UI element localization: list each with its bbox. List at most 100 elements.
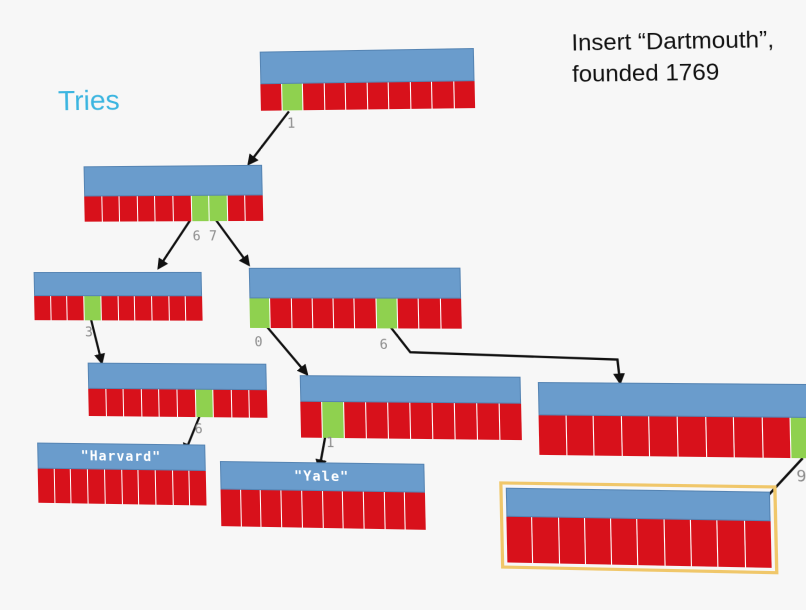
- empty-slot-cell: [384, 492, 406, 529]
- empty-slot-cell: [38, 469, 55, 503]
- empty-slot-cell: [734, 417, 763, 457]
- node-header: [249, 268, 461, 299]
- empty-slot-cell: [186, 296, 203, 320]
- empty-slot-cell: [585, 518, 612, 565]
- empty-slot-cell: [313, 298, 335, 328]
- edge-label: 6: [192, 229, 200, 244]
- empty-slot-cell: [173, 471, 191, 506]
- edge-label: 0: [254, 335, 262, 350]
- edge-label: 6: [194, 422, 202, 437]
- edge-node17-to-node176: [384, 319, 620, 382]
- empty-slot-cell: [102, 196, 120, 221]
- empty-slot-cell: [122, 470, 140, 505]
- empty-slot-cell: [433, 403, 456, 439]
- edge-label: 1: [326, 436, 335, 451]
- empty-slot-cell: [664, 519, 692, 566]
- empty-slot-cell: [691, 520, 719, 567]
- empty-slot-cell: [261, 490, 282, 527]
- empty-slot-cell: [389, 82, 411, 109]
- node-header: [506, 488, 771, 522]
- empty-slot-cell: [762, 418, 791, 459]
- node-header: [538, 382, 806, 418]
- active-slot-cell: [191, 196, 210, 221]
- empty-slot-cell: [246, 195, 264, 221]
- edge-level1-to-node17: [214, 217, 249, 265]
- node-header: [300, 375, 521, 404]
- empty-slot-cell: [152, 296, 170, 320]
- node-cells: [249, 298, 461, 328]
- empty-slot-cell: [566, 416, 595, 456]
- empty-slot-cell: [343, 491, 364, 528]
- empty-slot-cell: [650, 416, 679, 456]
- empty-slot-cell: [142, 389, 160, 416]
- empty-slot-cell: [190, 471, 207, 506]
- empty-slot-cell: [106, 389, 124, 416]
- empty-slot-cell: [51, 296, 68, 320]
- empty-slot-cell: [302, 491, 323, 528]
- node-header: "Yale": [220, 461, 425, 493]
- empty-slot-cell: [334, 299, 356, 329]
- empty-slot-cell: [241, 490, 262, 527]
- empty-slot-cell: [282, 490, 303, 527]
- empty-slot-cell: [120, 196, 138, 221]
- empty-slot-cell: [532, 517, 559, 563]
- empty-slot-cell: [68, 296, 85, 320]
- trie-node-16: [34, 272, 203, 321]
- edge-root-to-level1: [248, 111, 290, 163]
- trie-node-176: [538, 382, 806, 458]
- empty-slot-cell: [678, 417, 707, 457]
- edge-label: 6: [379, 338, 388, 353]
- empty-slot-cell: [477, 403, 500, 440]
- node-cells: [34, 296, 203, 321]
- edge-label: 7: [209, 229, 217, 244]
- trie-leaf-dartmouth: [506, 488, 772, 568]
- empty-slot-cell: [506, 517, 533, 563]
- active-slot-cell: [84, 296, 101, 320]
- empty-slot-cell: [124, 389, 142, 416]
- node-header: "Harvard": [37, 443, 206, 471]
- empty-slot-cell: [432, 81, 454, 108]
- empty-slot-cell: [559, 518, 586, 564]
- empty-slot-cell: [250, 390, 268, 418]
- empty-slot-cell: [441, 299, 462, 329]
- empty-slot-cell: [638, 519, 666, 566]
- active-slot-cell: [791, 418, 806, 459]
- empty-slot-cell: [138, 196, 156, 221]
- node-header: [88, 363, 267, 391]
- empty-slot-cell: [227, 196, 246, 222]
- empty-slot-cell: [169, 296, 187, 320]
- node-header: [34, 272, 202, 296]
- empty-slot-cell: [291, 298, 313, 328]
- edge-level1-to-node16: [158, 217, 194, 268]
- empty-slot-cell: [706, 417, 735, 457]
- active-slot-cell: [195, 390, 214, 418]
- empty-slot-cell: [135, 296, 152, 320]
- empty-slot-cell: [454, 81, 475, 108]
- active-slot-cell: [249, 298, 271, 328]
- node-cells: [300, 402, 522, 440]
- empty-slot-cell: [388, 403, 411, 439]
- empty-slot-cell: [105, 470, 123, 505]
- empty-slot-cell: [71, 469, 89, 503]
- empty-slot-cell: [54, 469, 71, 503]
- node-cells: [539, 415, 806, 458]
- empty-slot-cell: [745, 521, 772, 568]
- empty-slot-cell: [455, 403, 478, 439]
- empty-slot-cell: [84, 196, 102, 221]
- empty-slot-cell: [156, 470, 174, 505]
- empty-slot-cell: [539, 415, 567, 455]
- empty-slot-cell: [355, 299, 377, 329]
- empty-slot-cell: [323, 491, 344, 528]
- active-slot-cell: [376, 299, 398, 329]
- empty-slot-cell: [173, 196, 192, 221]
- trie-node-level1: [84, 165, 264, 222]
- empty-slot-cell: [260, 84, 282, 111]
- empty-slot-cell: [88, 389, 106, 416]
- empty-slot-cell: [594, 416, 623, 456]
- empty-slot-cell: [139, 470, 157, 505]
- empty-slot-cell: [344, 402, 367, 438]
- empty-slot-cell: [398, 299, 420, 329]
- node-cells: [506, 517, 771, 568]
- active-slot-cell: [282, 84, 304, 111]
- empty-slot-cell: [221, 490, 242, 527]
